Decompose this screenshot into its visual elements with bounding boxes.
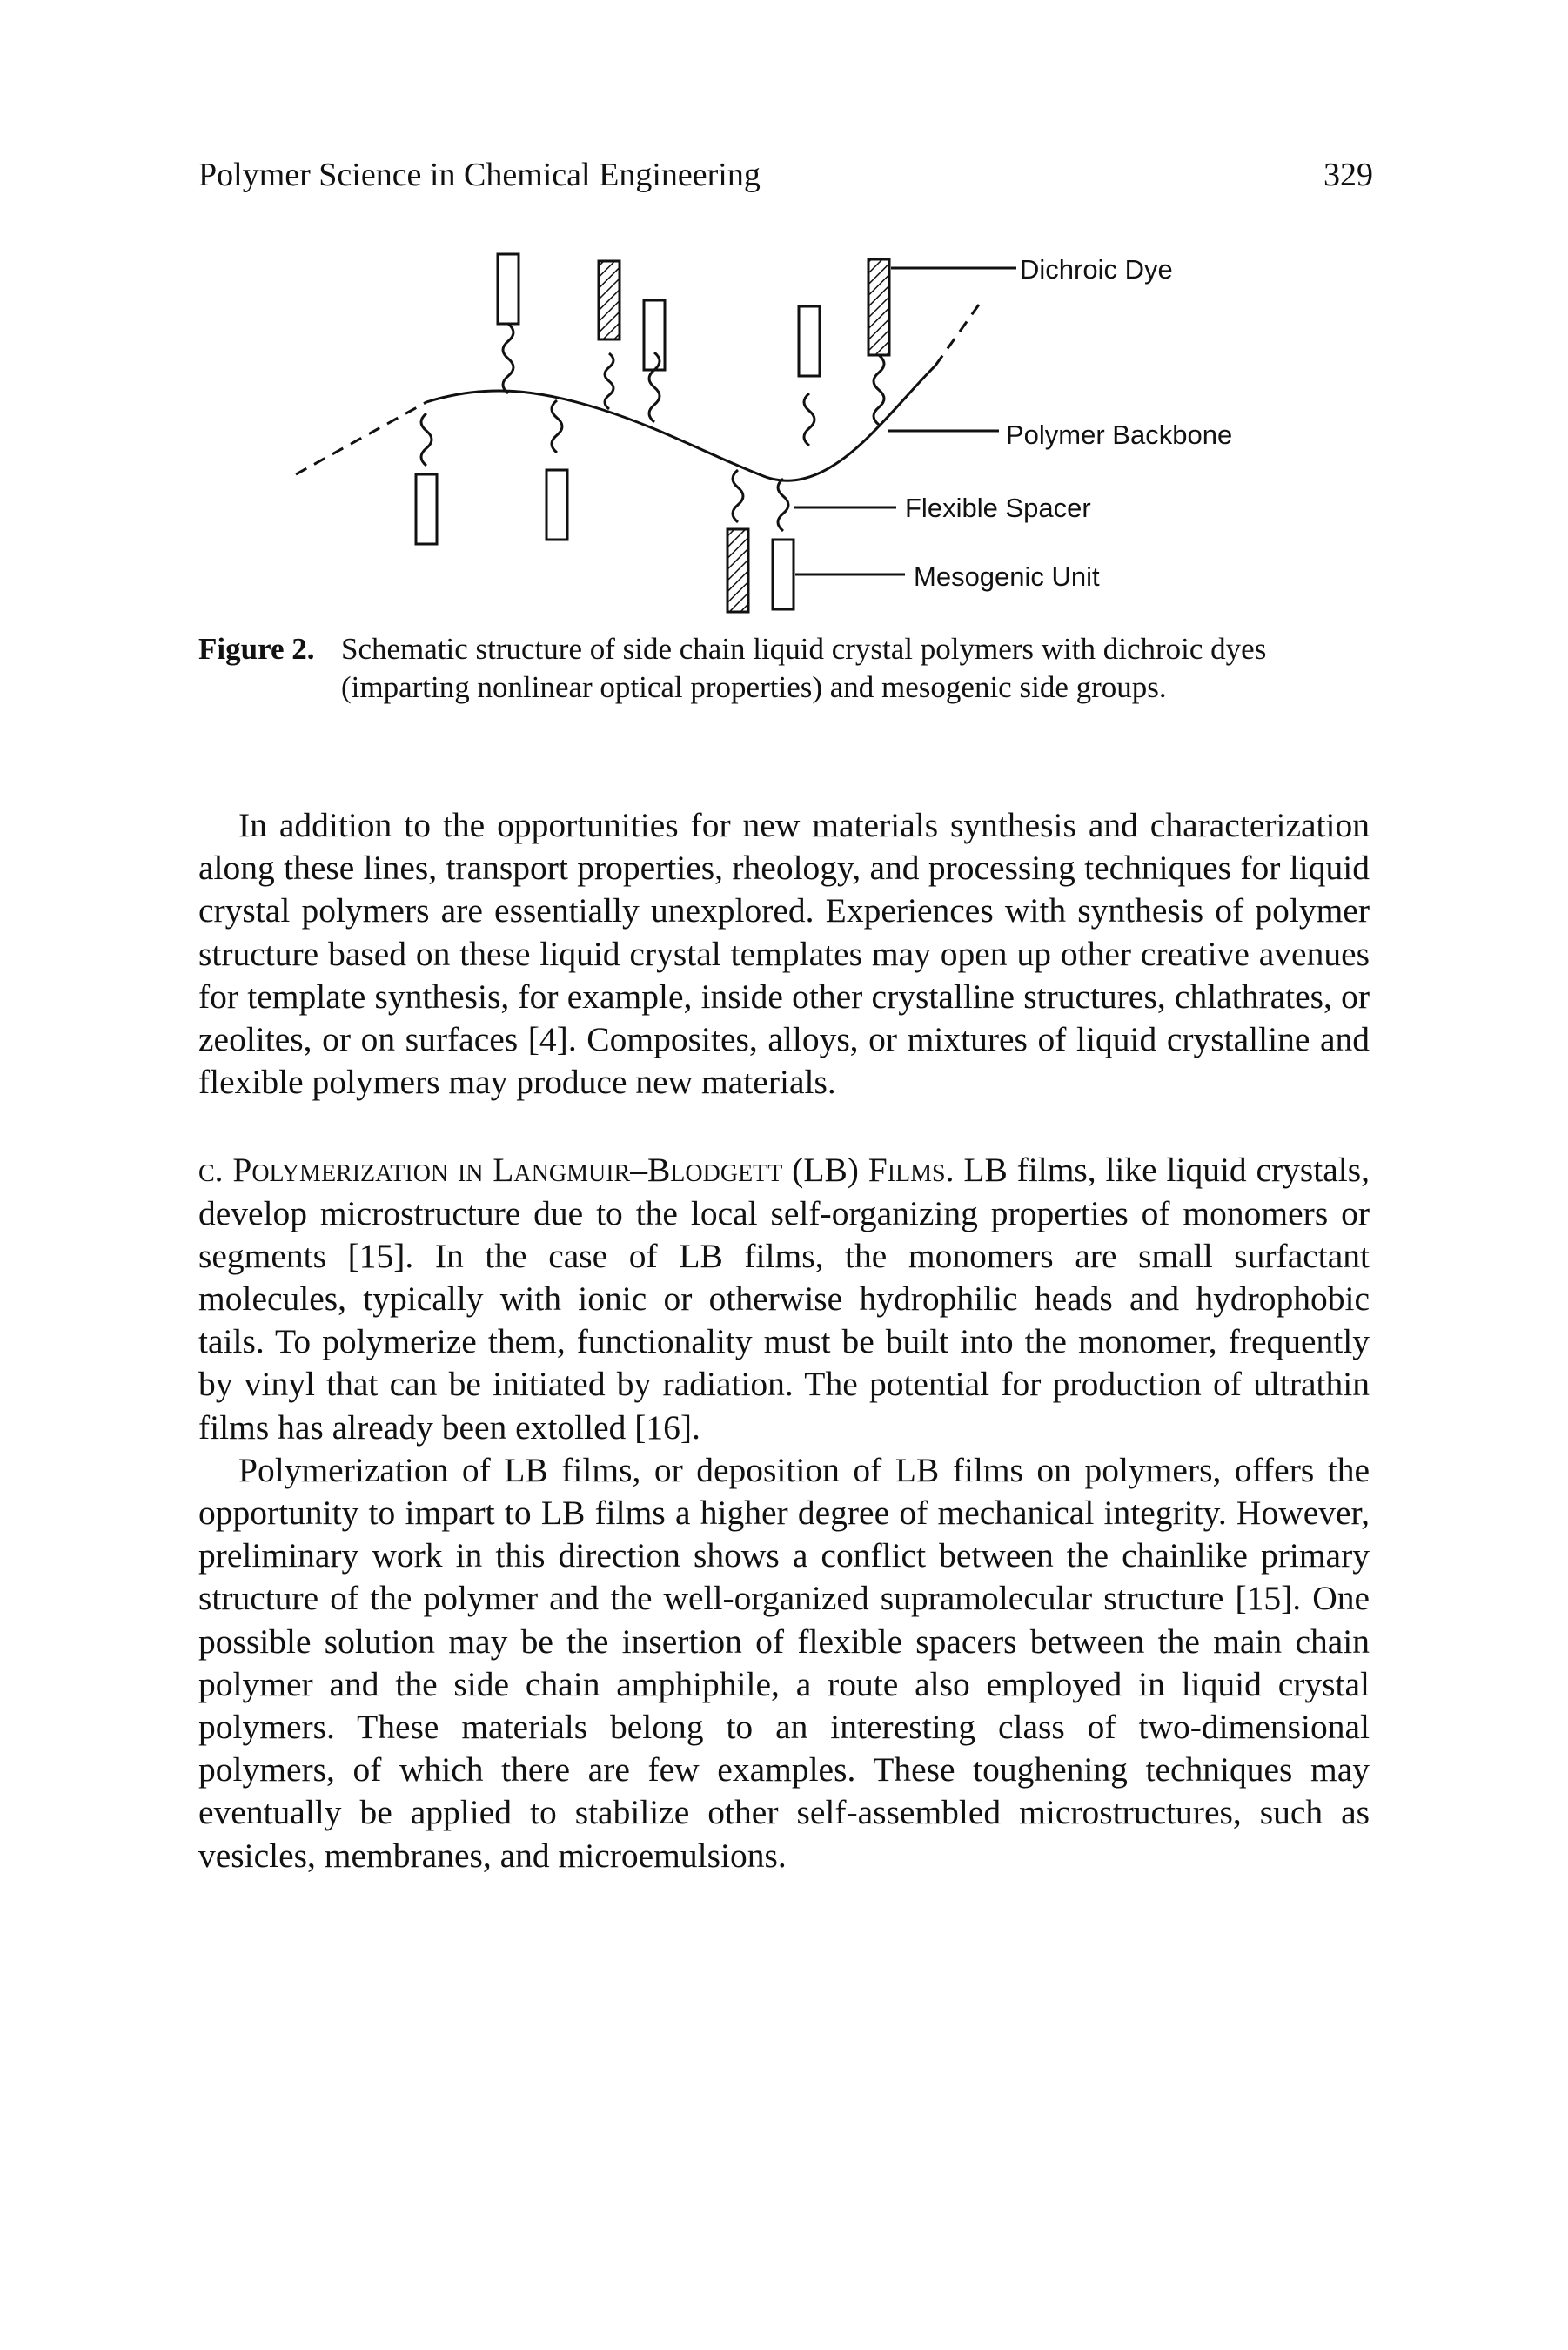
body-text: In addition to the opportunities for new…: [198, 804, 1370, 1877]
spacer-down-2: [550, 399, 564, 454]
mesogen-up-1: [496, 252, 520, 326]
spacer-up-5: [872, 353, 886, 426]
label-flexible-spacer: Flexible Spacer: [905, 493, 1091, 523]
spacer-up-3: [647, 351, 661, 424]
spacer-up-4: [802, 392, 816, 447]
caption-label: Figure 2.: [198, 632, 315, 666]
label-dichroic-dye: Dichroic Dye: [1020, 254, 1173, 285]
dichroic-dye-up-2: [867, 258, 891, 357]
backbone-dashed-left: [295, 400, 427, 476]
mesogen-down-3: [771, 538, 795, 611]
paragraph-1: In addition to the opportunities for new…: [198, 806, 1370, 1102]
mesogen-up-3: [797, 305, 821, 378]
spacer-up-1: [501, 322, 515, 395]
dichroic-dye-up-1: [597, 259, 621, 341]
spacer-down-1: [419, 412, 433, 467]
label-polymer-backbone: Polymer Backbone: [1006, 420, 1233, 450]
mesogen-down-1: [414, 473, 439, 546]
spacer-down-4: [776, 477, 790, 533]
figure-2: Dichroic Dye Polymer Backbone Flexible S…: [0, 0, 1568, 627]
lc-polymer-diagram: [295, 252, 1016, 614]
dichroic-dye-down-1: [726, 527, 750, 614]
caption-text: Schematic structure of side chain liquid…: [341, 632, 1267, 704]
mesogen-up-2: [642, 299, 667, 372]
polymer-backbone: [426, 364, 937, 482]
section-c-text: LB films, like liquid crystals, develop …: [198, 1151, 1370, 1447]
spacer-up-2: [603, 352, 615, 411]
paragraph-2: c. Polymerization in Langmuir–Blodgett (…: [198, 1149, 1370, 1448]
paragraph-3: Polymerization of LB films, or depositio…: [198, 1450, 1370, 1875]
spacer-down-3: [731, 468, 745, 524]
running-title: Polymer Science in Chemical Engineering: [198, 157, 761, 193]
section-c-heading: c. Polymerization in Langmuir–Blodgett (…: [198, 1151, 955, 1190]
backbone-dashed-right: [934, 304, 981, 366]
page-number: 329: [1323, 157, 1373, 193]
mesogen-down-2: [545, 468, 569, 541]
label-mesogenic-unit: Mesogenic Unit: [914, 561, 1100, 592]
